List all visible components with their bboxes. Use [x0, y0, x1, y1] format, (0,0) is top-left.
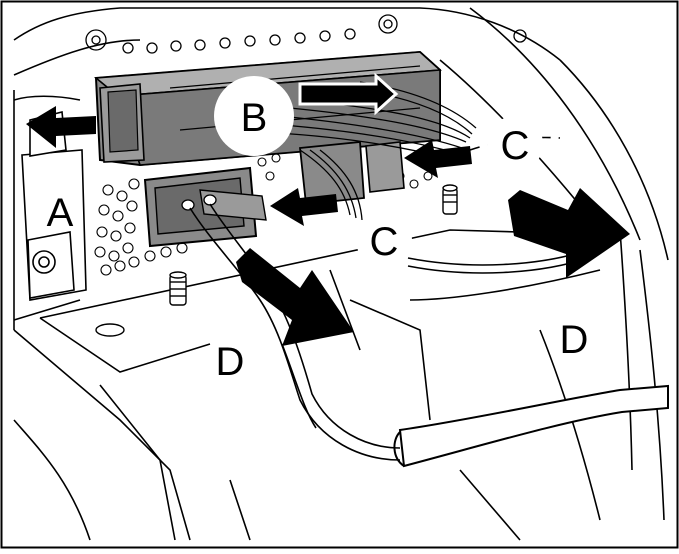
- label-c-upper: C: [501, 124, 530, 168]
- wire-bundle-lower: [189, 203, 401, 461]
- arrow-right-d: [508, 188, 630, 278]
- stud-right: [442, 184, 458, 215]
- stud-left: [169, 271, 187, 306]
- path-curve-c: [407, 136, 589, 274]
- label-c-upper-callout: [487, 116, 543, 172]
- arrow-lower-d: [236, 248, 354, 346]
- arrow-left-a: [26, 106, 96, 148]
- cable-sleeve: [393, 384, 669, 468]
- mounting-holes-top: [85, 14, 527, 54]
- arrow-upper-c: [404, 140, 472, 178]
- label-c-lower-callout: [356, 212, 412, 268]
- arrow-middle-c: [270, 188, 338, 226]
- label-c-lower: C: [370, 220, 399, 264]
- middle-connector: [299, 141, 405, 205]
- perforation-grid: [94, 153, 433, 276]
- slot-hole: [95, 323, 125, 337]
- label-d-right: D: [560, 318, 589, 362]
- label-d-left: D: [216, 340, 245, 384]
- lower-connector: [143, 166, 267, 248]
- label-b-callout: [214, 76, 294, 156]
- arrow-slide-b: [298, 72, 399, 116]
- label-b: B: [241, 96, 268, 140]
- label-a: A: [47, 191, 74, 235]
